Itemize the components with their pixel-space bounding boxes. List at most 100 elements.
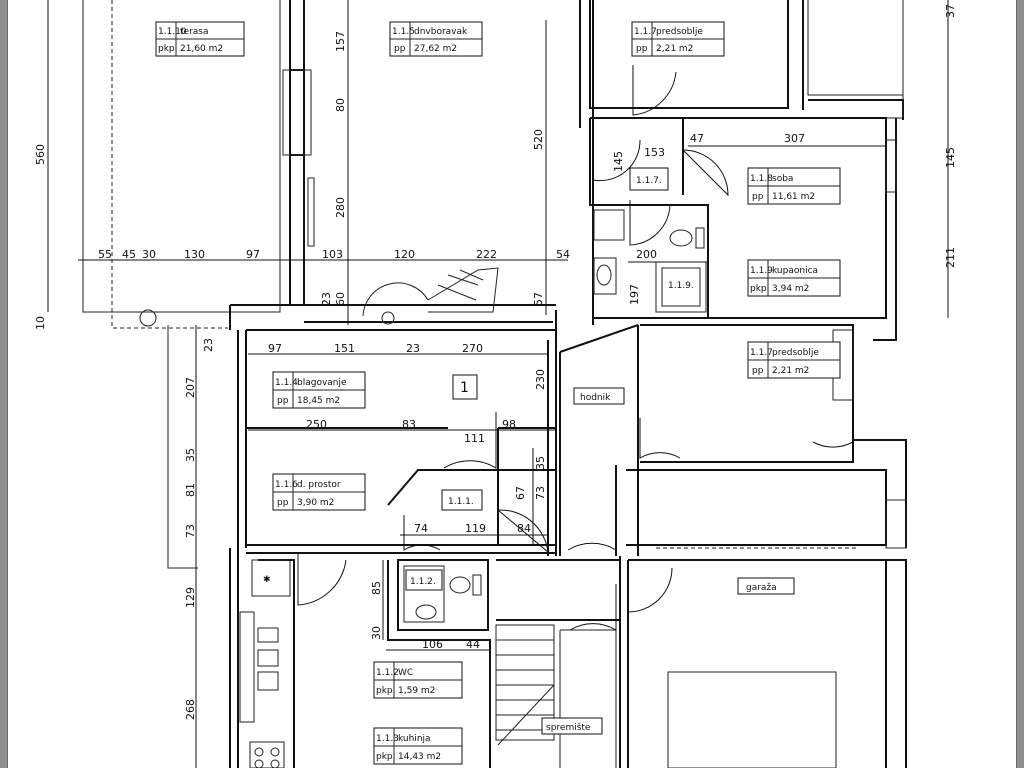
svg-text:1.1.7: 1.1.7 [750, 348, 773, 358]
dim-label: 120 [394, 248, 415, 261]
svg-text:1.1.3: 1.1.3 [376, 734, 399, 744]
dim-label: 55 [98, 248, 112, 261]
svg-text:kuhinja: kuhinja [398, 734, 431, 744]
drawing-viewer: ✱ 55 45 30 130 97 103 120 222 54 560 10 … [8, 0, 1016, 768]
svg-text:3,94 m2: 3,94 m2 [772, 284, 809, 294]
door-swing-icon [627, 567, 673, 613]
svg-text:predsoblje: predsoblje [656, 27, 703, 37]
door-swing-icon [682, 149, 729, 197]
dim-label: 151 [334, 342, 355, 355]
dim-label: 268 [184, 699, 197, 720]
svg-text:pp: pp [394, 44, 406, 54]
room-label-predsoblje-top: 1.1.7 predsoblje pp 2,21 m2 [631, 21, 725, 57]
svg-text:14,43 m2: 14,43 m2 [398, 752, 441, 762]
svg-text:pp: pp [636, 44, 648, 54]
svg-text:18,45 m2: 18,45 m2 [297, 396, 340, 406]
door-swing-icon [443, 412, 497, 469]
dim-label: 222 [476, 248, 497, 261]
dim-label: 560 [34, 144, 47, 165]
dim-label: 35 [184, 448, 197, 462]
dim-label: 520 [532, 129, 545, 150]
dim-label: 23 [406, 342, 420, 355]
tag-code-112: 1.1.2. [405, 569, 443, 591]
svg-text:pkp: pkp [750, 284, 767, 294]
door-swing-icon [592, 139, 641, 182]
svg-text:1.1.4: 1.1.4 [275, 378, 298, 388]
dim-label: 23 [202, 338, 215, 352]
room-label-dnevni-boravak: 1.1.5 dnvboravak pp 27,62 m2 [389, 21, 483, 57]
toilet-icon [669, 227, 705, 249]
dim-label: 97 [268, 342, 282, 355]
stair-icon [495, 624, 617, 768]
dim-label: 73 [534, 486, 547, 500]
svg-text:1.1.10: 1.1.10 [158, 27, 187, 37]
dim-label: 103 [322, 248, 343, 261]
dim-label: 200 [636, 248, 657, 261]
floor-plan: ✱ 55 45 30 130 97 103 120 222 54 560 10 … [34, 0, 957, 768]
svg-text:WC: WC [398, 668, 413, 678]
dim-label: 37 [944, 4, 957, 18]
room-label-terasa: 1.1.10 terasa pkp 21,60 m2 [155, 21, 245, 57]
svg-text:spremište: spremište [546, 722, 591, 733]
tag-hodnik: hodnik [573, 387, 625, 405]
tag-garaza: garaža [737, 577, 795, 595]
tag-code-111: 1.1.1. [441, 489, 483, 511]
dim-label: 30 [142, 248, 156, 261]
dim-label: 44 [466, 638, 480, 651]
svg-text:blagovanje: blagovanje [297, 378, 347, 388]
svg-text:1.1.6: 1.1.6 [275, 480, 298, 490]
dim-label: 30 [370, 626, 383, 640]
tag-code-117: 1.1.7. [629, 167, 669, 191]
room-label-blagovanje: 1.1.4 blagovanje pp 18,45 m2 [272, 371, 366, 409]
dim-label: 145 [944, 147, 957, 168]
asterisk-icon: ✱ [263, 575, 271, 585]
tag-code-119: 1.1.9. [668, 281, 694, 291]
svg-text:1.1.2.: 1.1.2. [410, 577, 436, 587]
svg-text:pp: pp [752, 366, 764, 376]
svg-text:27,62 m2: 27,62 m2 [414, 44, 457, 54]
dim-label: 67 [514, 486, 527, 500]
dim-label: 10 [34, 316, 47, 330]
door-swing-icon [629, 200, 671, 246]
dimension-texts: 55 45 30 130 97 103 120 222 54 560 10 20… [34, 4, 957, 720]
svg-text:dnvboravak: dnvboravak [414, 27, 468, 37]
svg-text:1.1.7.: 1.1.7. [636, 176, 662, 186]
dim-label: 130 [184, 248, 205, 261]
dim-label: 57 [532, 292, 545, 306]
dim-label: 54 [556, 248, 570, 261]
dim-label: 153 [644, 146, 665, 159]
walls [82, 0, 907, 768]
svg-text:1.1.7: 1.1.7 [634, 27, 657, 37]
dim-label: 98 [502, 418, 516, 431]
dim-label: 230 [534, 369, 547, 390]
svg-text:21,60 m2: 21,60 m2 [180, 44, 223, 54]
svg-text:1.1.9: 1.1.9 [750, 266, 773, 276]
svg-text:1.1.8: 1.1.8 [750, 174, 773, 184]
room-label-kupaonica: 1.1.9 kupaonica pkp 3,94 m2 [747, 259, 841, 297]
dim-label: 270 [462, 342, 483, 355]
dim-label: 45 [122, 248, 136, 261]
door-swing-icon [632, 65, 677, 116]
dim-label: 111 [464, 432, 485, 445]
door-swing-icon [567, 502, 617, 551]
svg-text:pkp: pkp [158, 44, 175, 54]
dim-label: 83 [402, 418, 416, 431]
svg-text:pp: pp [277, 498, 289, 508]
svg-text:1,59 m2: 1,59 m2 [398, 686, 435, 696]
door-swing-icon [403, 515, 441, 551]
room-label-d-prostor: 1.1.6 d. prostor pp 3,90 m2 [272, 473, 366, 511]
dim-label: 157 [334, 31, 347, 52]
dim-label: 97 [246, 248, 260, 261]
svg-text:pp: pp [277, 396, 289, 406]
dim-label: 85 [370, 581, 383, 595]
svg-text:hodnik: hodnik [580, 393, 611, 403]
dim-label: 23 [320, 292, 333, 306]
svg-text:d. prostor: d. prostor [297, 480, 341, 490]
sink-icon [593, 257, 617, 295]
svg-text:2,21 m2: 2,21 m2 [656, 44, 693, 54]
dim-label: 197 [628, 284, 641, 305]
dim-label: 74 [414, 522, 428, 535]
sink-icon [415, 604, 437, 620]
svg-text:pp: pp [752, 192, 764, 202]
door-swing-icon [639, 418, 681, 459]
